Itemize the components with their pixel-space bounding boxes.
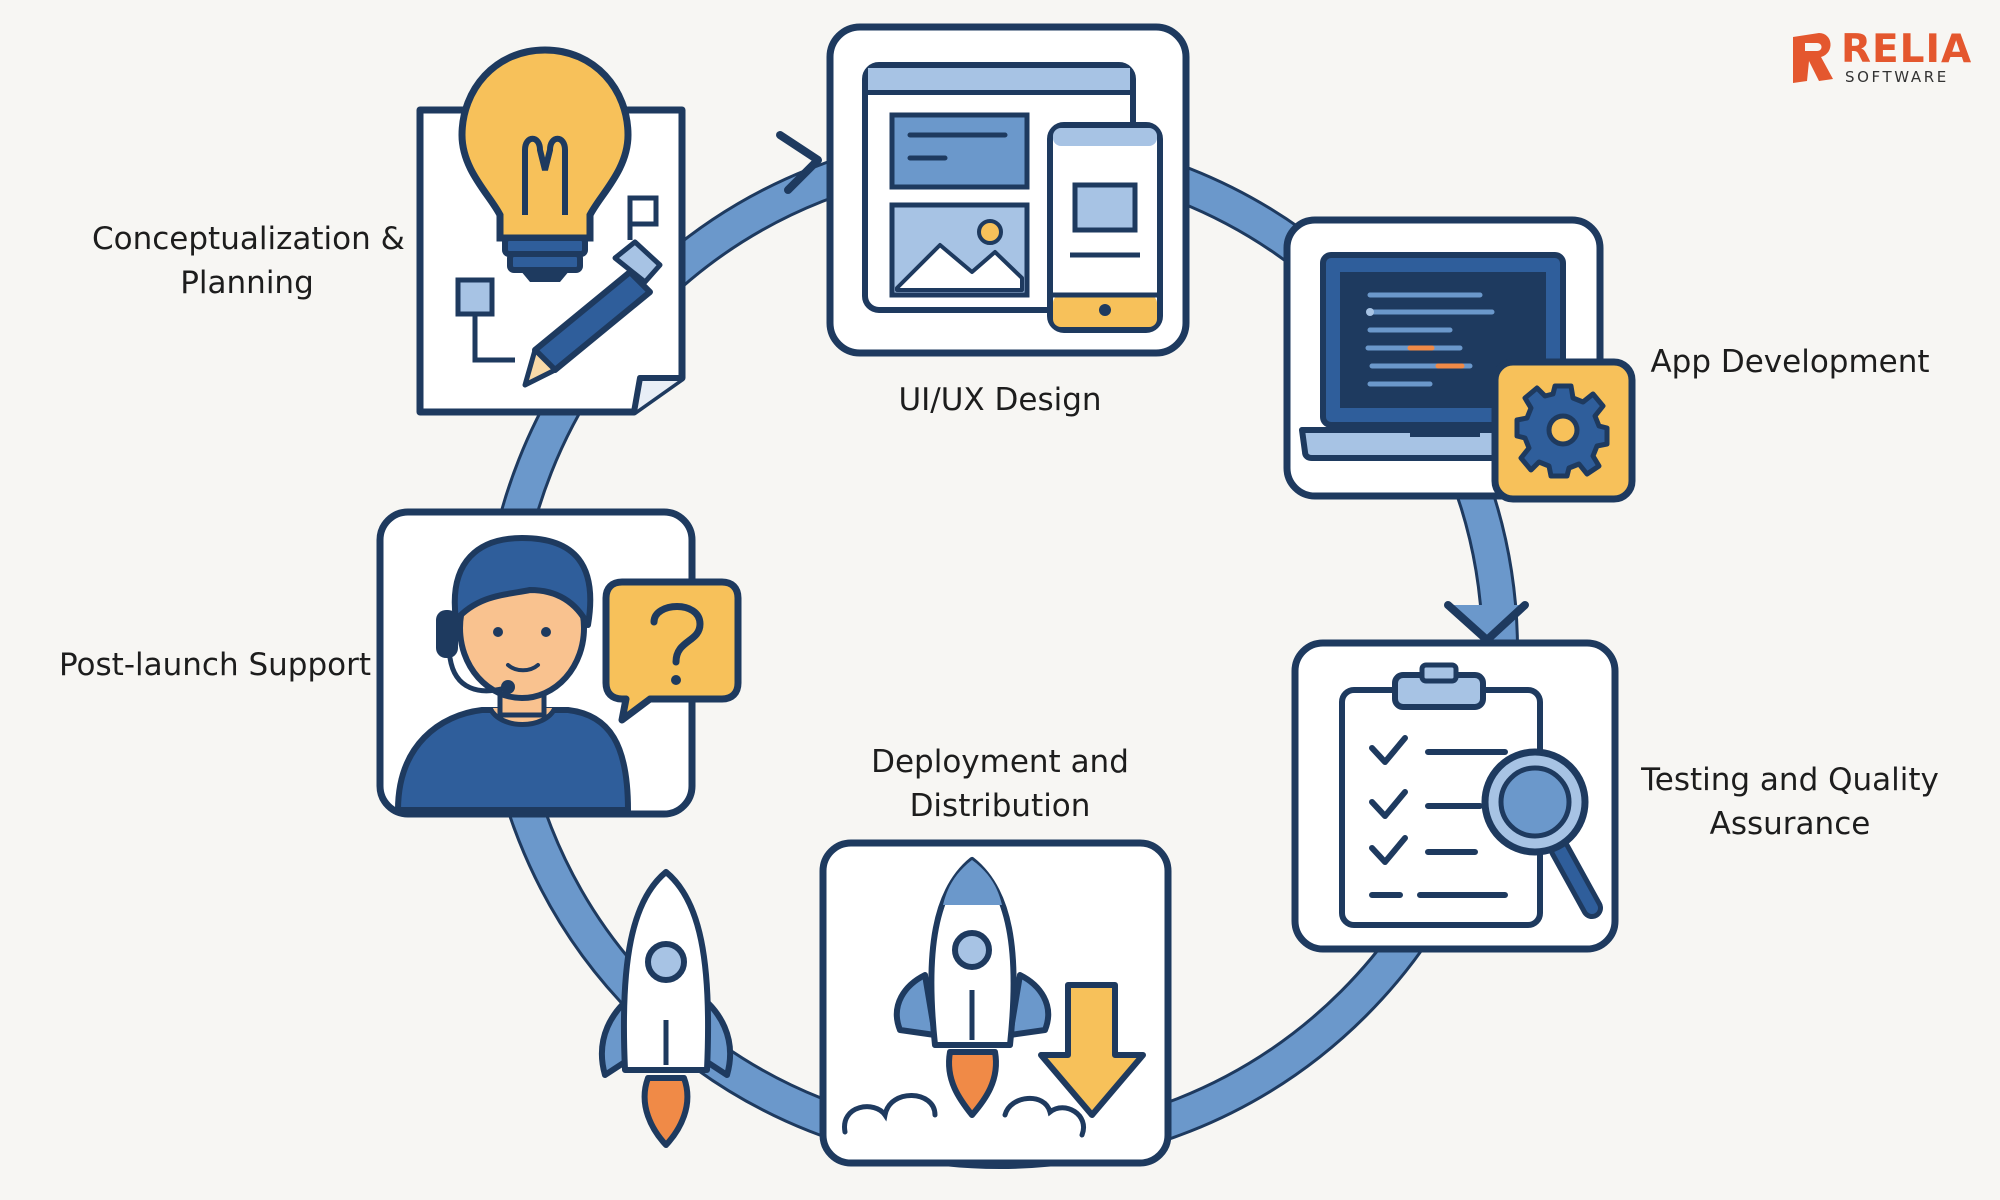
label-deployment-line1: Deployment and — [871, 744, 1129, 780]
cloud-icon — [842, 1093, 1086, 1138]
mobile-phone-icon — [1047, 122, 1163, 333]
label-conceptualization: Conceptualization & Planning — [92, 217, 405, 305]
label-support: Post-launch Support — [55, 643, 375, 687]
cycle-arrow-top-icon — [776, 131, 822, 194]
support-agent-icon — [395, 535, 631, 813]
stage-conceptualization-card — [416, 46, 686, 416]
gear-icon — [1491, 358, 1636, 503]
label-testing: Testing and Quality Assurance — [1640, 758, 1940, 846]
small-rocket-icon — [598, 869, 734, 1148]
stage-appdev-card — [1283, 216, 1636, 503]
logo-tagline: SOFTWARE — [1845, 68, 1949, 86]
relia-software-logo: RELIA SOFTWARE — [1785, 28, 1971, 88]
relia-logo-mark-icon — [1793, 33, 1833, 83]
lightbulb-icon — [458, 46, 632, 282]
question-bubble-icon — [602, 578, 742, 724]
stage-support-card — [376, 508, 742, 818]
label-uiux: UI/UX Design — [850, 378, 1150, 422]
label-appdev: App Development — [1640, 340, 1940, 384]
label-conceptualization-line1: Conceptualization & — [92, 221, 405, 257]
clipboard-icon — [1339, 662, 1543, 928]
label-testing-line2: Assurance — [1709, 806, 1871, 842]
stage-deployment-card — [819, 839, 1172, 1167]
rocket-icon — [893, 857, 1052, 1118]
label-deployment-line2: Distribution — [909, 788, 1091, 824]
label-uiux-line1: UI/UX Design — [898, 382, 1102, 418]
stage-uiux-card — [826, 23, 1190, 357]
pencil-icon — [522, 239, 663, 388]
label-appdev-line1: App Development — [1650, 344, 1930, 380]
label-testing-line1: Testing and Quality — [1641, 762, 1939, 798]
magnifier-icon — [1481, 748, 1603, 919]
label-deployment: Deployment and Distribution — [850, 740, 1150, 828]
download-arrow-icon — [1038, 982, 1146, 1118]
logo-wordmark: RELIA — [1841, 27, 1973, 72]
label-support-line1: Post-launch Support — [58, 647, 372, 683]
stage-testing-card — [1291, 639, 1619, 953]
flowchart-icon — [455, 195, 659, 363]
label-conceptualization-line2: Planning — [180, 265, 314, 301]
